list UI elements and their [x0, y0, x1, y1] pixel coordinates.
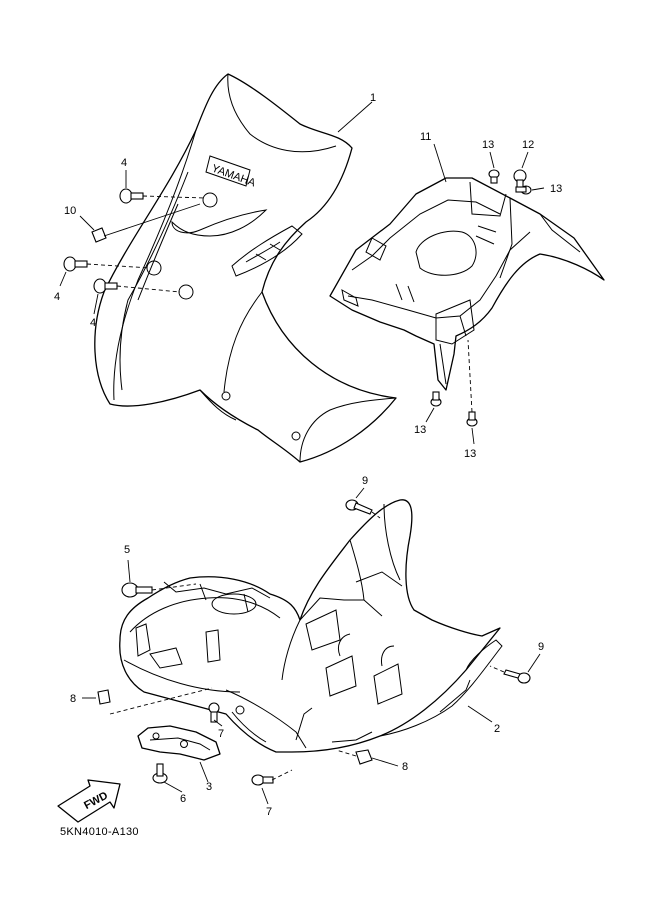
callout-13a: 13	[482, 139, 494, 151]
callout-labels: 1 4 10 4 4 11 13 12 13 13 13 9 5 9 2 8 7…	[54, 92, 562, 818]
callout-2: 2	[494, 723, 500, 735]
screw-part-4-c	[93, 278, 181, 294]
callout-6: 6	[180, 793, 186, 805]
leader-lines	[59, 101, 545, 805]
callout-9b: 9	[538, 641, 544, 653]
callout-4a: 4	[121, 157, 127, 169]
callout-1: 1	[370, 92, 376, 104]
nut-part-8-left	[97, 687, 213, 715]
bracket-part-3	[137, 725, 221, 761]
screw-part-13-a	[488, 169, 500, 184]
callout-8a: 8	[70, 693, 76, 705]
bolt-part-7-upper	[208, 702, 220, 723]
callout-11: 11	[420, 131, 431, 143]
callout-9a: 9	[362, 475, 368, 487]
screw-part-9-upper	[345, 499, 381, 519]
clip-part-10	[91, 203, 201, 243]
inner-bracket-part-11	[329, 177, 605, 391]
callout-5: 5	[124, 544, 130, 556]
bolt-part-5	[121, 582, 197, 598]
callout-10: 10	[64, 205, 76, 217]
leg-shield-part-2	[119, 499, 503, 753]
screw-part-4-b	[63, 256, 151, 272]
bolt-part-12	[513, 169, 527, 189]
bolt-part-7-lower	[251, 769, 293, 786]
callout-3: 3	[206, 781, 212, 793]
screw-part-4-a	[119, 188, 205, 204]
callout-7b: 7	[266, 806, 272, 818]
nut-part-8-right	[335, 749, 373, 765]
callout-4b: 4	[54, 291, 60, 303]
callout-13b: 13	[550, 183, 562, 195]
badge-emblem	[231, 225, 303, 277]
screw-part-13-b	[515, 185, 532, 195]
callout-12: 12	[522, 139, 534, 151]
callout-13d: 13	[464, 448, 476, 460]
callout-8b: 8	[402, 761, 408, 773]
front-cover-part-1: YAMAHA	[94, 73, 397, 463]
screw-part-9-lower	[489, 665, 531, 684]
callout-4c: 4	[90, 317, 96, 329]
callout-13c: 13	[414, 424, 426, 436]
diagram-code: 5KN4010-A130	[60, 826, 139, 838]
callout-7a: 7	[218, 728, 224, 740]
bolt-part-6	[152, 763, 168, 784]
screw-part-13-c	[430, 391, 442, 407]
fwd-direction-arrow: FWD	[57, 779, 121, 823]
screw-part-13-d	[466, 339, 478, 427]
